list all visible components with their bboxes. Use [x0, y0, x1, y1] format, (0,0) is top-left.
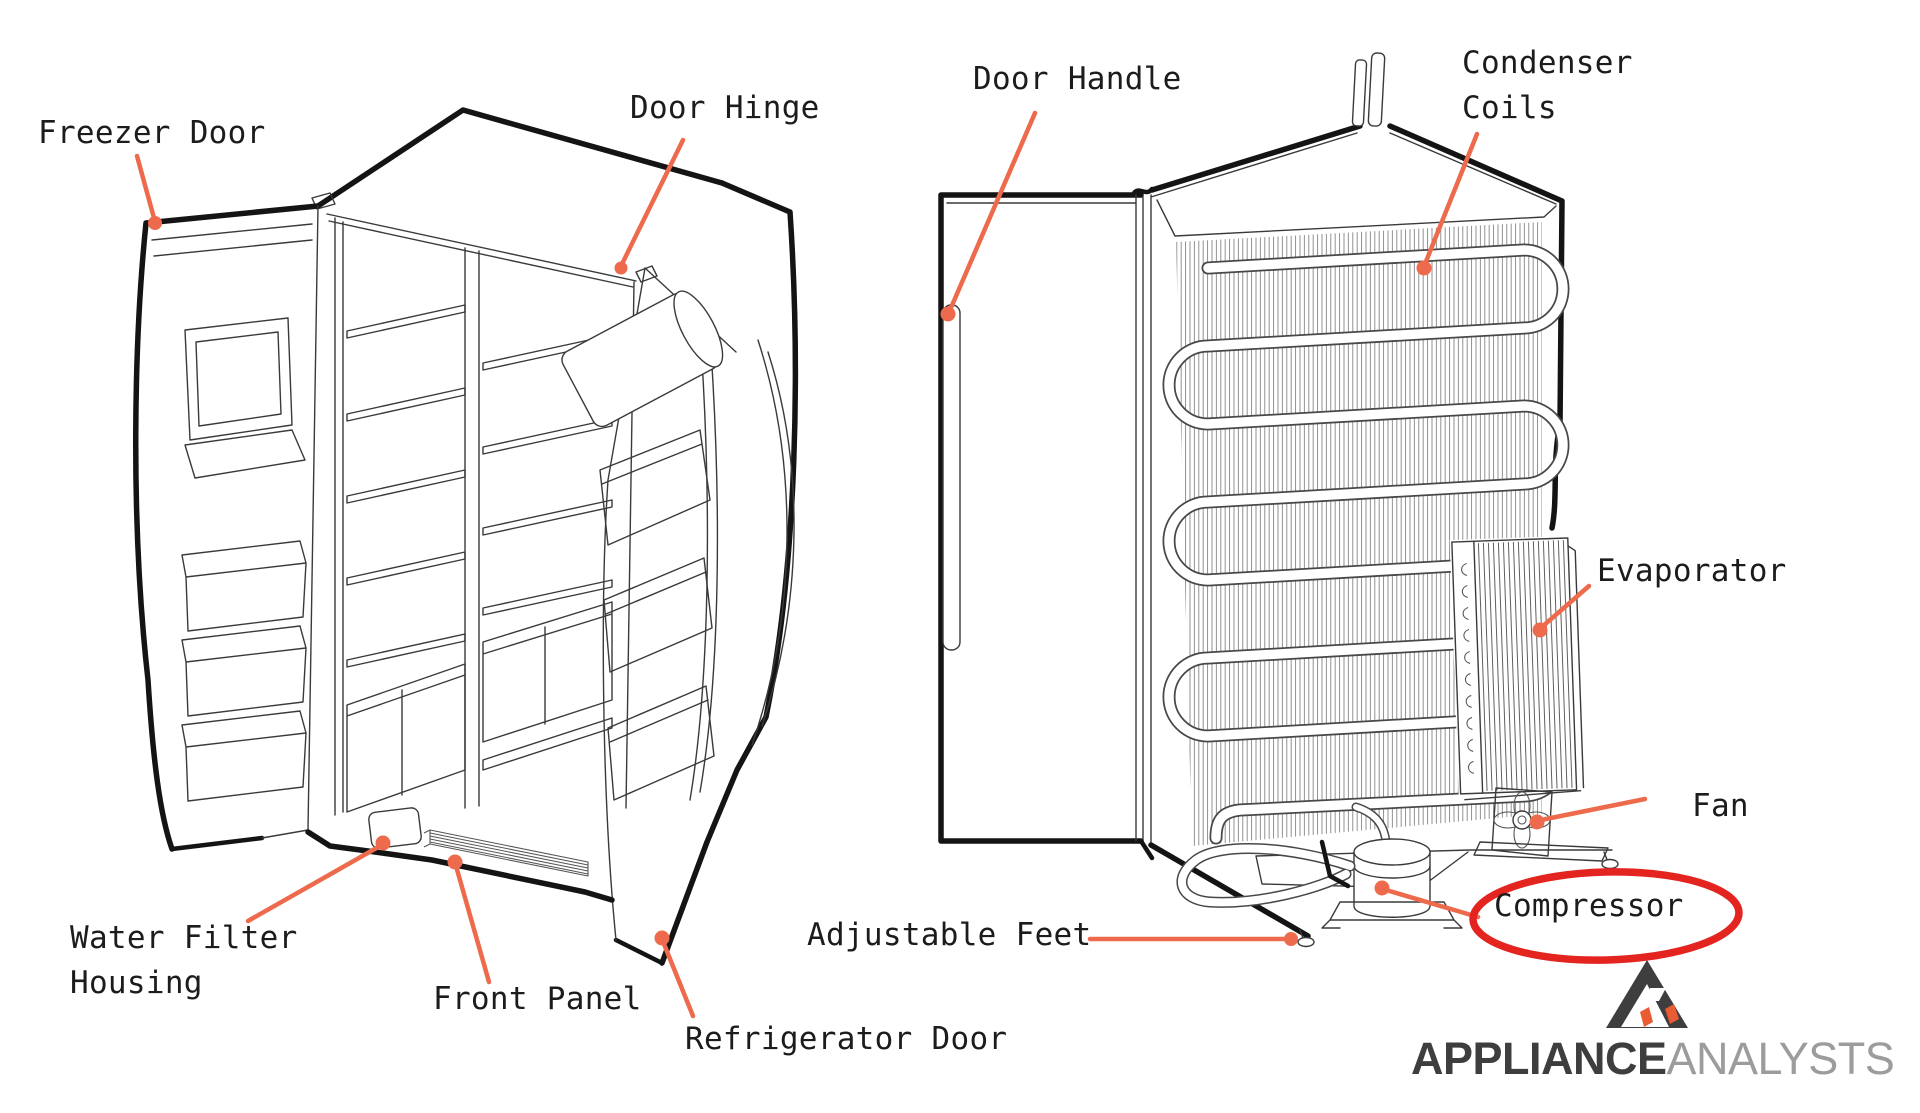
- rear-door-outline: [938, 192, 1144, 844]
- rear-door-corner: [1138, 838, 1155, 861]
- label-evaporator: Evaporator: [1597, 553, 1787, 589]
- compressor-highlight-ring: [1469, 868, 1743, 964]
- freezer-shelves: [346, 304, 466, 813]
- front-panel-grille: [423, 829, 589, 877]
- freezer-door-bins: [181, 540, 307, 802]
- leader-door-handle: [947, 110, 1038, 313]
- cabinet-roof-left: [1149, 123, 1363, 193]
- leader-compressor: [1383, 887, 1481, 920]
- label-compressor: Compressor: [1494, 888, 1684, 924]
- front-view-illustration: [133, 107, 799, 966]
- leader-front-panel: [453, 863, 492, 985]
- leader-lines: [134, 110, 1648, 1019]
- label-door-handle: Door Handle: [973, 61, 1182, 97]
- leader-refrigerator-door: [661, 941, 696, 1019]
- adjustable-foot-part: [1297, 929, 1315, 948]
- freezer-door-bottom: [169, 835, 265, 852]
- cabinet-back-corner: [1319, 839, 1351, 889]
- center-divider: [464, 247, 480, 809]
- compressor-part: [1321, 802, 1463, 929]
- refrigerant-pipe: [1351, 52, 1386, 127]
- rear-door-edges: [946, 194, 1144, 844]
- door-front-contour: [751, 339, 795, 746]
- freezer-door-outer-edge: [133, 203, 321, 852]
- rear-view-illustration: [938, 52, 1619, 948]
- door-dispenser: [184, 317, 293, 441]
- cabinet-top-face: [1150, 132, 1557, 846]
- hinge-brackets: [311, 192, 658, 283]
- label-condenser-coils: Condenser Coils: [1462, 45, 1633, 126]
- lower-loop-tube: [1176, 843, 1356, 908]
- door-shelf-flap: [184, 429, 306, 479]
- logo-appliance: APPLIANCE: [1411, 1033, 1667, 1084]
- leader-water-filter: [245, 843, 383, 924]
- leader-evaporator: [1540, 583, 1592, 629]
- freezer-door-face: [151, 205, 319, 839]
- leader-fan: [1538, 796, 1648, 823]
- refrigerator-door-bottom-tip: [613, 937, 665, 966]
- cabinet-bottom-left-edge: [1148, 842, 1311, 939]
- evaporator-part: [1449, 535, 1585, 801]
- label-fan: Fan: [1692, 788, 1749, 824]
- label-door-hinge: Door Hinge: [630, 90, 820, 126]
- label-adjustable-feet: Adjustable Feet: [807, 917, 1092, 953]
- label-freezer-door: Freezer Door: [38, 115, 266, 151]
- label-water-filter-housing: Water Filter Housing: [70, 920, 298, 1001]
- leader-door-hinge: [619, 137, 686, 267]
- leader-freezer-door: [134, 153, 157, 221]
- door-handle-part: [942, 304, 961, 651]
- refrigerator-door-bins: [599, 429, 715, 801]
- freezer-left-wall: [334, 217, 344, 816]
- leader-condenser-coils: [1422, 131, 1480, 267]
- label-front-panel: Front Panel: [433, 981, 642, 1017]
- evaporator-hooks: [1461, 563, 1475, 774]
- condenser-fins: [1176, 222, 1542, 846]
- fan-part: [1473, 787, 1619, 870]
- cabinet-bottom-edge: [305, 829, 615, 903]
- ice-bucket: [561, 290, 724, 428]
- logo-mountain-icon: [1606, 960, 1688, 1028]
- cabinet-top-outline: [315, 107, 725, 209]
- logo-wordmark: APPLIANCEANALYSTS: [1411, 1033, 1895, 1085]
- logo-analysts: ANALYSTS: [1666, 1033, 1895, 1084]
- label-refrigerator-door: Refrigerator Door: [685, 1021, 1008, 1057]
- cabinet-top-front-edge: [326, 213, 637, 288]
